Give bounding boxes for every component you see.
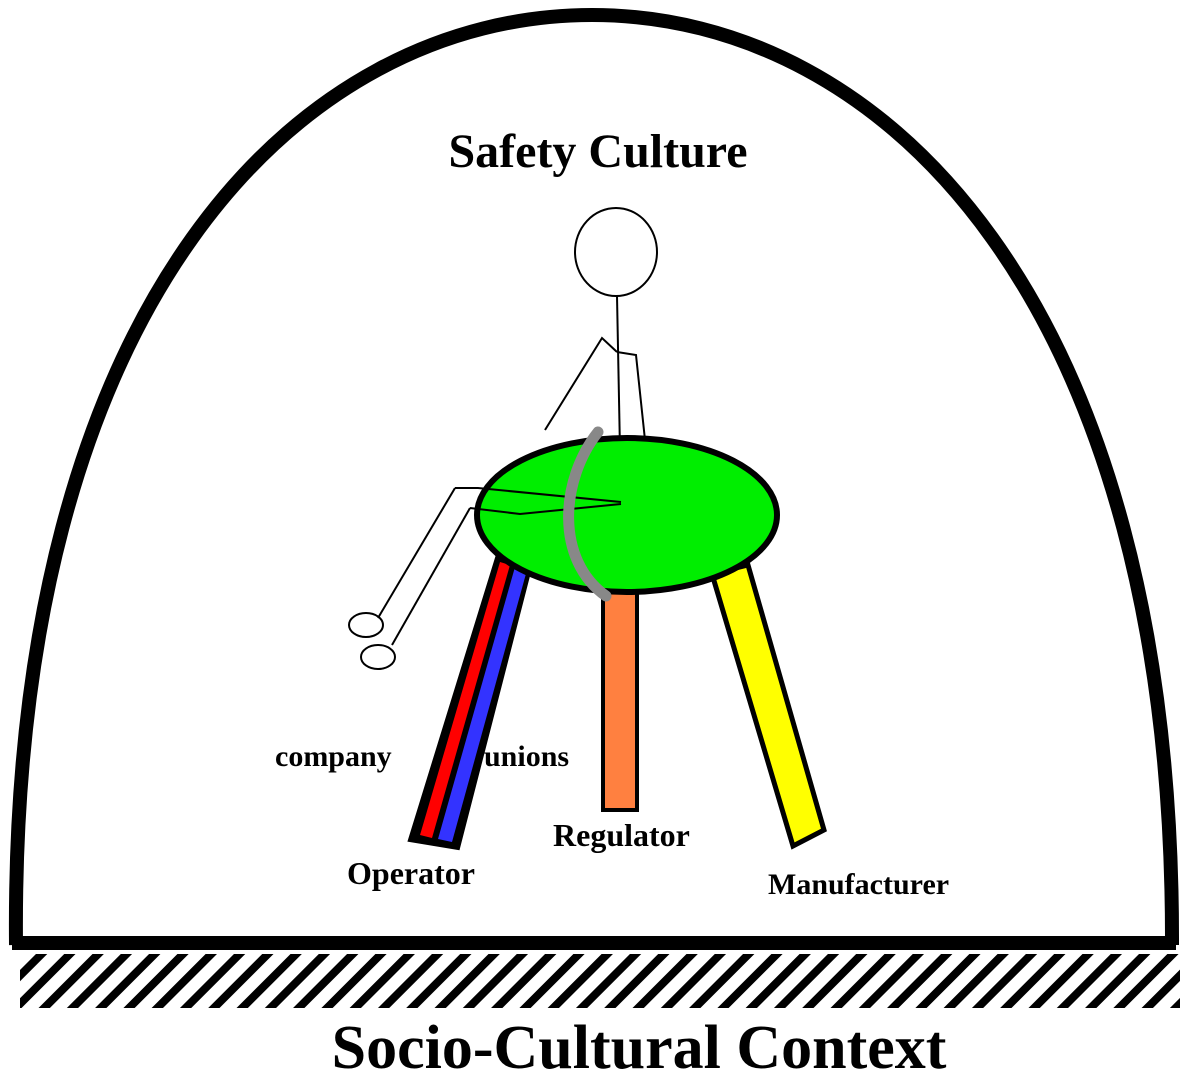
context-label: Socio-Cultural Context	[332, 1014, 947, 1076]
figure-foot-upper	[349, 613, 383, 637]
figure-foot-lower	[361, 645, 395, 669]
company-label: company	[275, 740, 392, 773]
socio-cultural-ground-hatch	[20, 954, 1180, 1008]
diagram-title: Safety Culture	[448, 125, 747, 178]
regulator-leg	[603, 590, 637, 810]
operator-label: Operator	[347, 855, 475, 891]
figure-head	[575, 208, 657, 296]
manufacturer-label: Manufacturer	[768, 868, 949, 901]
figure-arm-back	[617, 352, 645, 440]
stool-seat	[477, 438, 777, 592]
manufacturer-leg	[712, 565, 824, 846]
unions-label: unions	[484, 740, 569, 773]
regulator-label: Regulator	[553, 817, 690, 853]
operator-leg	[410, 558, 530, 848]
figure-arm-front	[545, 338, 617, 430]
